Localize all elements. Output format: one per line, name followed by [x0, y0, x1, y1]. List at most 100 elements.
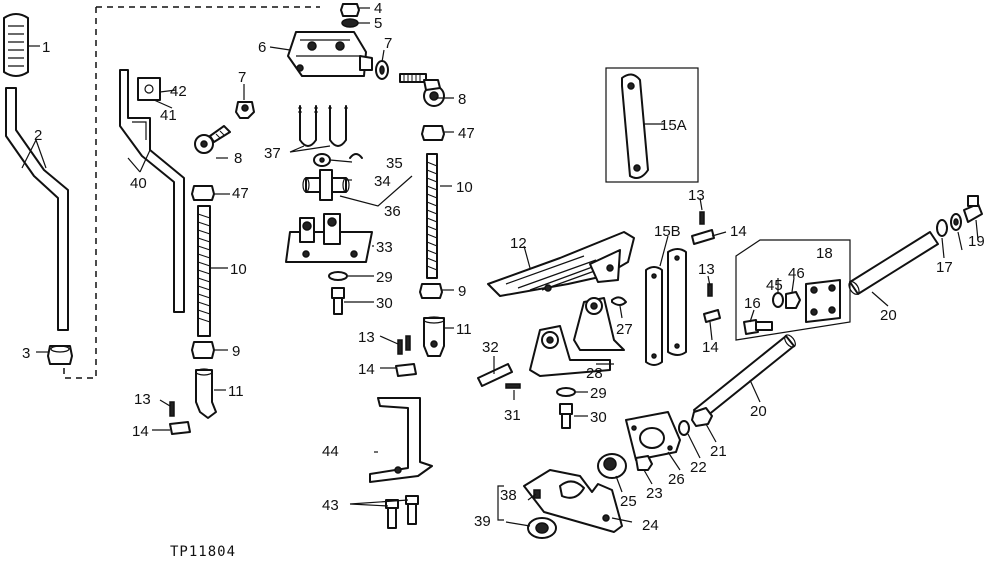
part-clip-42 — [137, 77, 161, 101]
callout-42: 42 — [170, 83, 187, 100]
callout-14-left: 14 — [132, 423, 149, 440]
callout-14-right-upper: 14 — [730, 223, 747, 240]
callout-6: 6 — [258, 39, 266, 56]
part-washer-7-right — [950, 213, 962, 231]
part-plate-24 — [523, 469, 623, 533]
part-pin-32 — [477, 363, 513, 387]
callout-14-right-lower: 14 — [702, 339, 719, 356]
part-clip-27 — [611, 296, 627, 306]
part-plate-18 — [805, 279, 841, 323]
part-pin-13-left — [169, 401, 175, 417]
callout-18: 18 — [816, 245, 833, 262]
callout-4: 4 — [374, 0, 382, 17]
part-nut-47-left — [191, 185, 215, 201]
part-pin-14-right-lower — [703, 309, 721, 323]
callout-39: 39 — [474, 513, 491, 530]
part-bushing-34 — [313, 153, 331, 167]
part-pin-14-right-upper — [691, 229, 715, 245]
part-ubolts-37 — [298, 105, 348, 147]
callout-10-right: 10 — [456, 179, 473, 196]
part-bearing-39 — [527, 517, 557, 539]
part-washer-22 — [678, 420, 690, 436]
part-bolt-16 — [743, 319, 773, 335]
callout-47-left: 47 — [232, 185, 249, 202]
callout-24: 24 — [642, 517, 659, 534]
callout-7-top: 7 — [384, 35, 392, 52]
part-washer-7-top — [375, 60, 389, 80]
callout-12: 12 — [510, 235, 527, 252]
part-bolt-30-right — [559, 403, 573, 429]
part-nut-47-right — [421, 125, 445, 141]
callout-32: 32 — [482, 339, 499, 356]
callout-13-right-lower: 13 — [698, 261, 715, 278]
callout-28: 28 — [586, 365, 603, 382]
part-washer-7-left — [235, 101, 255, 119]
callout-14-mid: 14 — [358, 361, 375, 378]
callout-5: 5 — [374, 15, 382, 32]
callout-3: 3 — [22, 345, 30, 362]
part-rod-end-8-left — [194, 125, 231, 154]
callout-23: 23 — [646, 485, 663, 502]
callout-30-right: 30 — [590, 409, 607, 426]
leader-lines — [21, 7, 979, 527]
bracket-38-39 — [497, 485, 504, 521]
callout-20-upper: 20 — [880, 307, 897, 324]
callout-31: 31 — [504, 407, 521, 424]
part-nut-46 — [785, 291, 801, 309]
part-pin-14-left — [169, 421, 191, 435]
part-nut-3 — [47, 345, 73, 365]
callout-40: 40 — [130, 175, 147, 192]
callout-11-left: 11 — [228, 383, 244, 400]
part-yoke-11-left — [195, 368, 217, 419]
part-pin-38 — [533, 489, 541, 499]
callout-labels: 1 2 3 4 5 6 7 7 8 8 9 9 10 10 11 11 12 1… — [22, 0, 985, 534]
part-pedal-12 — [487, 231, 635, 297]
part-nut-4 — [340, 3, 360, 17]
callout-19: 19 — [968, 233, 985, 250]
callout-43: 43 — [322, 497, 339, 514]
part-clip-35 — [349, 153, 363, 159]
callout-17: 17 — [936, 259, 953, 276]
callout-25: 25 — [620, 493, 637, 510]
callout-15a: 15A — [660, 117, 687, 134]
part-pin-14-mid — [395, 363, 417, 377]
callout-44: 44 — [322, 443, 339, 460]
callout-9-right: 9 — [458, 283, 466, 300]
callout-13-mid: 13 — [358, 329, 375, 346]
part-washer-29-right — [556, 387, 576, 397]
part-bolt-19 — [963, 195, 983, 223]
part-rod-10-right — [426, 153, 438, 279]
callout-9-left: 9 — [232, 343, 240, 360]
callout-35: 35 — [386, 155, 403, 172]
part-pin-13-mid — [397, 335, 411, 355]
callout-11-right: 11 — [456, 321, 472, 338]
part-nut-9-right — [419, 283, 443, 299]
callout-20-lower: 20 — [750, 403, 767, 420]
part-lever-40 — [119, 69, 185, 313]
part-nut-21 — [691, 407, 713, 427]
callout-38: 38 — [500, 487, 517, 504]
part-washer-5 — [341, 18, 359, 28]
callout-7-left: 7 — [238, 69, 246, 86]
figure-reference: TP11804 — [170, 544, 236, 560]
callout-26: 26 — [668, 471, 685, 488]
part-support-44 — [369, 397, 433, 483]
callout-33: 33 — [376, 239, 393, 256]
part-links-15b — [645, 248, 687, 366]
inset-box-15a — [605, 67, 699, 183]
callout-29-left: 29 — [376, 269, 393, 286]
callout-15b: 15B — [654, 223, 681, 240]
part-pin-13-right-upper — [699, 211, 705, 225]
callout-29-right: 29 — [590, 385, 607, 402]
callout-41: 41 — [160, 107, 177, 124]
group-bracket — [63, 6, 320, 379]
callout-21: 21 — [710, 443, 727, 460]
callout-22: 22 — [690, 459, 707, 476]
callout-36: 36 — [384, 203, 401, 220]
part-washer-45 — [772, 292, 784, 308]
callout-1: 1 — [42, 39, 50, 56]
part-bolts-43 — [385, 495, 419, 529]
callout-34: 34 — [374, 173, 391, 190]
part-yoke-11-right — [423, 316, 445, 357]
callout-8-right: 8 — [458, 91, 466, 108]
